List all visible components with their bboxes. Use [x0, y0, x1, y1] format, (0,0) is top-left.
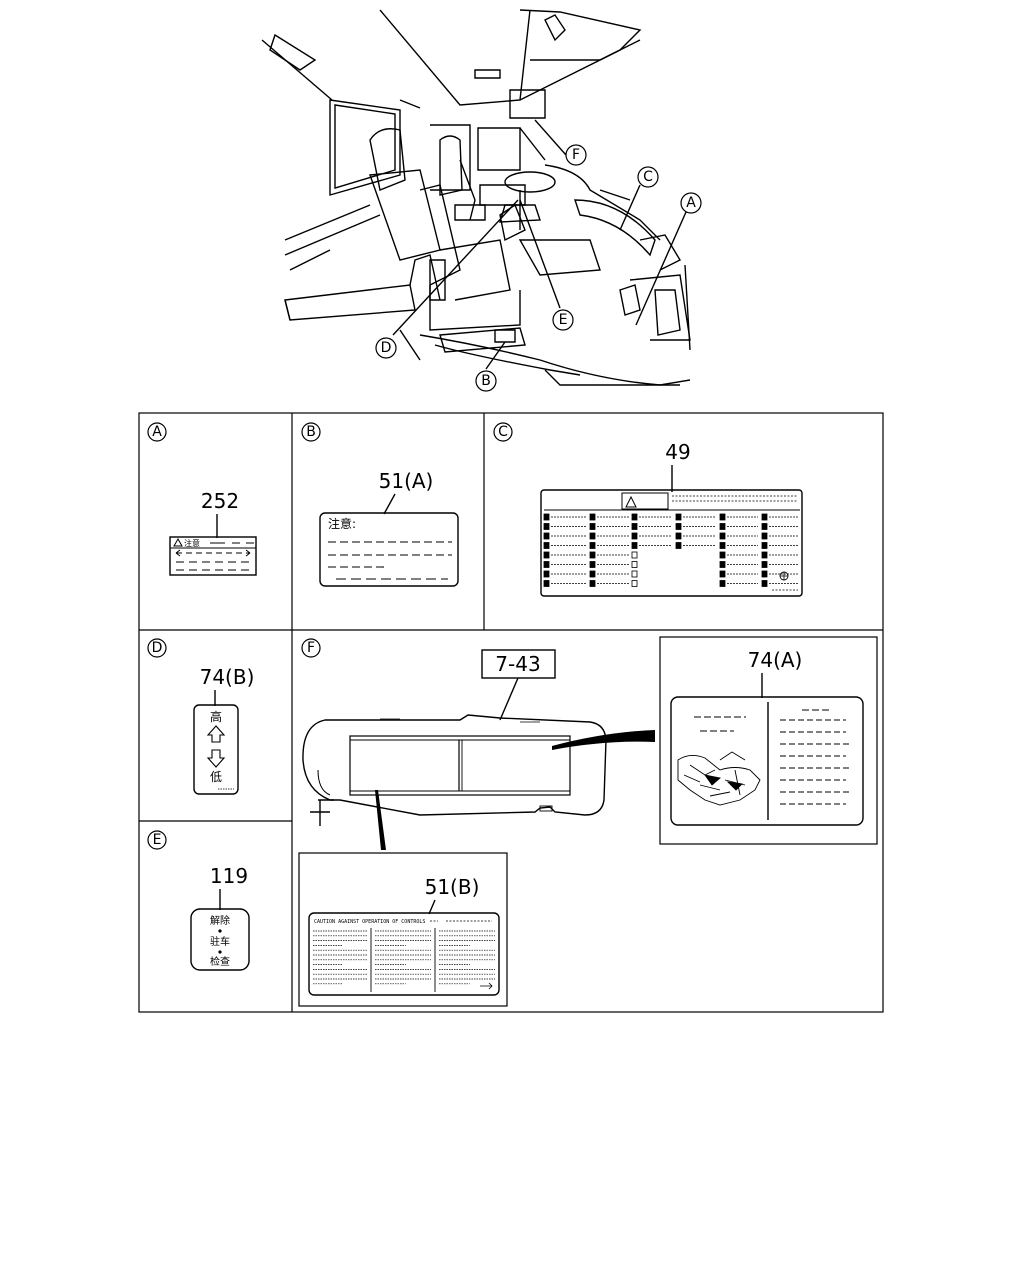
label-74B-bottom: 低: [210, 770, 222, 784]
inset-51B: 51(B) CAUTION AGAINST OPERATION OF CONTR…: [298, 852, 508, 1007]
panel-A-part-number: 252: [201, 489, 239, 513]
detail-grid: [138, 412, 884, 1013]
label-119-line-3: 检查: [210, 955, 230, 968]
label-252: 注意: [169, 536, 257, 576]
boxed-part-7-43-text: 7-43: [495, 652, 540, 676]
panel-D-letter: D: [152, 640, 163, 656]
panel-F: F 7-43 74(A): [298, 636, 878, 1007]
label-74B-top: 高: [210, 709, 222, 724]
panel-E-letter: E: [153, 832, 162, 848]
callout-F[interactable]: F: [565, 144, 587, 166]
cab-interior-illustration: [261, 9, 691, 386]
panel-D-part-number: 74(B): [200, 665, 255, 689]
callout-A-letter: A: [686, 195, 696, 211]
panel-B-part-number: 51(A): [379, 469, 434, 493]
callout-C[interactable]: C: [637, 166, 659, 188]
panel-E: E 119 解除 驻车 检查: [147, 830, 250, 971]
panel-F-letter: F: [307, 640, 315, 656]
label-119-line-2: 驻车: [210, 935, 230, 948]
callout-D-letter: D: [381, 340, 392, 356]
callout-F-letter: F: [572, 147, 580, 163]
label-74B: 高 低: [193, 704, 239, 795]
callout-C-letter: C: [643, 169, 653, 185]
callout-A[interactable]: A: [680, 192, 702, 214]
overview-callouts: A B C D E F: [375, 144, 702, 392]
callout-B-letter: B: [481, 373, 491, 389]
label-252-heading: 注意: [184, 538, 200, 548]
label-51A: 注意:: [319, 512, 459, 587]
label-49: [540, 489, 803, 597]
inset-51B-heading: CAUTION AGAINST OPERATION OF CONTROLS: [314, 919, 425, 925]
label-119: 解除 驻车 检查: [190, 908, 250, 971]
sun-visor: [302, 714, 607, 826]
panel-A: A 252 注意: [147, 422, 257, 576]
boxed-part-7-43: 7-43: [481, 649, 556, 679]
panel-B-letter: B: [306, 424, 316, 440]
panel-A-letter: A: [152, 424, 162, 440]
callout-E-letter: E: [559, 312, 568, 328]
inset-51B-part-number: 51(B): [425, 875, 480, 899]
callout-E[interactable]: E: [552, 309, 574, 331]
panel-C-letter: C: [498, 424, 508, 440]
hand-operation-illustration: [677, 751, 761, 806]
panel-E-part-number: 119: [210, 864, 248, 888]
label-51A-heading: 注意:: [328, 516, 356, 531]
callout-D[interactable]: D: [375, 337, 397, 359]
panel-B: B 51(A) 注意:: [301, 422, 459, 587]
panel-C-part-number: 49: [665, 440, 690, 464]
inset-74A-part-number: 74(A): [748, 648, 803, 672]
panel-D: D 74(B) 高 低: [147, 638, 255, 795]
panel-C: C 49: [493, 422, 803, 597]
callout-B[interactable]: B: [475, 370, 497, 392]
label-119-line-1: 解除: [210, 914, 230, 927]
inset-74A: 74(A): [659, 636, 878, 845]
